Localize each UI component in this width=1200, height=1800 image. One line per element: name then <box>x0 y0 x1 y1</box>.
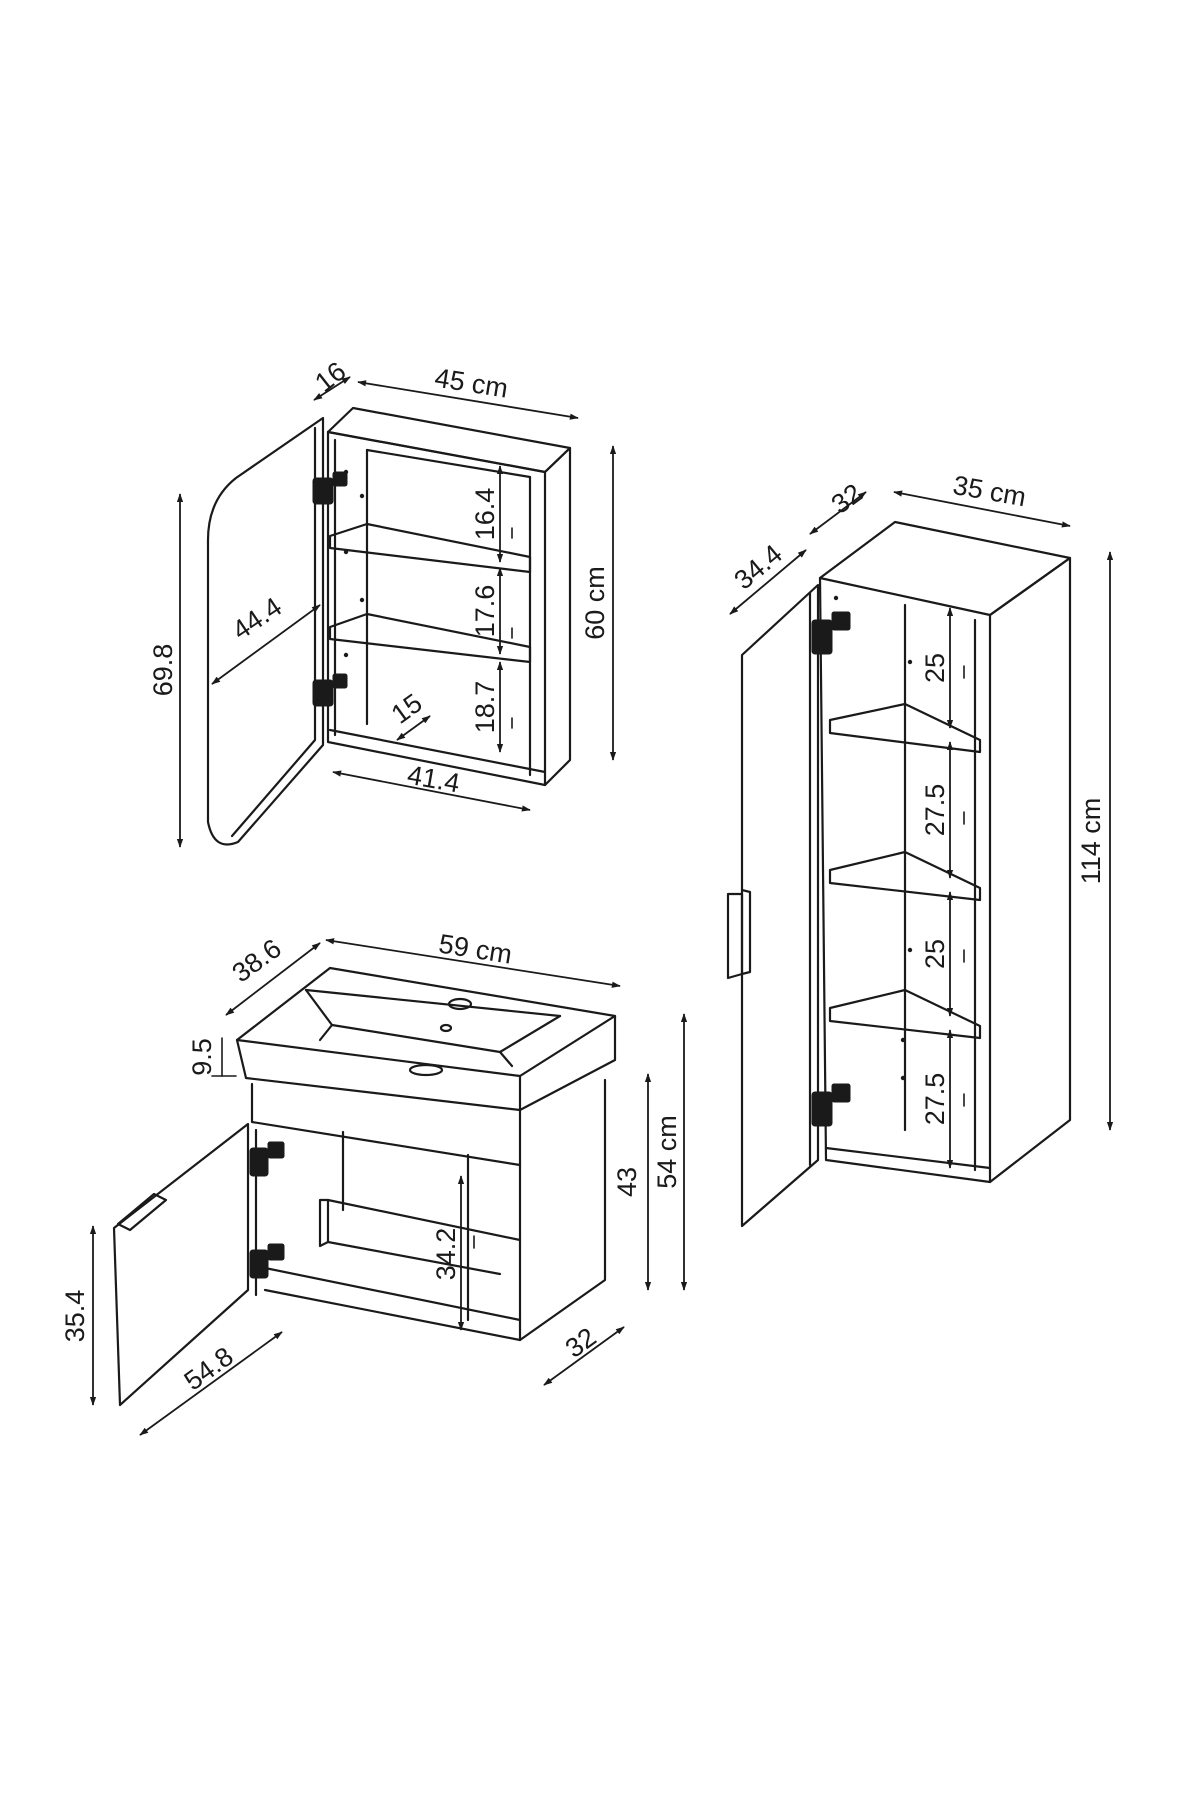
hinge-icon <box>312 673 348 707</box>
vanity-door <box>112 1122 258 1407</box>
tall-cabinet <box>726 520 1072 1228</box>
mirror-depth-label: 16 <box>309 356 351 398</box>
mirror-cabinet <box>206 406 572 846</box>
tall-shelf-2 <box>828 850 982 902</box>
vanity-door-height-label: 35.4 <box>60 1290 90 1343</box>
mirror-width-label: 45 cm <box>433 363 510 404</box>
mirror-door-height-label: 69.8 <box>148 644 178 697</box>
vanity-door-diagonal-label: 54.8 <box>179 1341 239 1396</box>
tall-shelf-2-label: 27.5 <box>920 784 950 837</box>
tall-shelf-1-label: 25 <box>920 653 950 683</box>
door-handle-icon <box>726 888 752 980</box>
vanity-total-height-label: 54 cm <box>652 1115 682 1189</box>
hinge-icon <box>312 471 348 505</box>
door-handle-icon <box>116 1192 168 1232</box>
mirror-door-diagonal-label: 44.4 <box>227 591 287 645</box>
mirror-cabinet-door <box>206 416 325 846</box>
mirror-height-label: 60 cm <box>580 566 610 640</box>
mirror-shelf-1 <box>328 522 532 574</box>
tall-depth-label: 32 <box>826 478 868 520</box>
vanity-sink-height-label: 9.5 <box>187 1038 217 1076</box>
mirror-shelf-1-label: 16.4 <box>470 488 500 541</box>
tall-shelf-1 <box>828 702 982 754</box>
mirror-shelf-2-label: 17.6 <box>470 585 500 638</box>
tall-height-label: 114 cm <box>1076 798 1106 885</box>
mirror-shelf-3-label: 18.7 <box>470 681 500 734</box>
dimension-lines <box>89 376 1114 1436</box>
hinge-icon <box>249 1243 285 1279</box>
mirror-inner-depth-label: 15 <box>386 688 428 730</box>
vanity-sink-depth-label: 38.6 <box>227 933 287 988</box>
tall-shelf-3 <box>828 988 982 1040</box>
vanity-unit <box>112 966 617 1407</box>
tall-cabinet-door <box>740 583 820 1228</box>
mirror-inner-width-label: 41.4 <box>405 760 462 799</box>
mirror-shelf-2 <box>328 612 532 664</box>
tall-shelf-3-label: 25 <box>920 939 950 969</box>
vanity-inner-height-label: 34.2 <box>431 1228 461 1281</box>
vanity-cabinet-height-label: 43 <box>612 1167 642 1197</box>
sink-basin <box>235 966 617 1112</box>
tall-door-diagonal-label: 34.4 <box>728 539 788 596</box>
tall-shelf-4-label: 27.5 <box>920 1073 950 1126</box>
vanity-depth-label: 32 <box>560 1322 602 1364</box>
vanity-sink-width-label: 59 cm <box>437 929 514 970</box>
hinge-icon <box>249 1141 285 1177</box>
